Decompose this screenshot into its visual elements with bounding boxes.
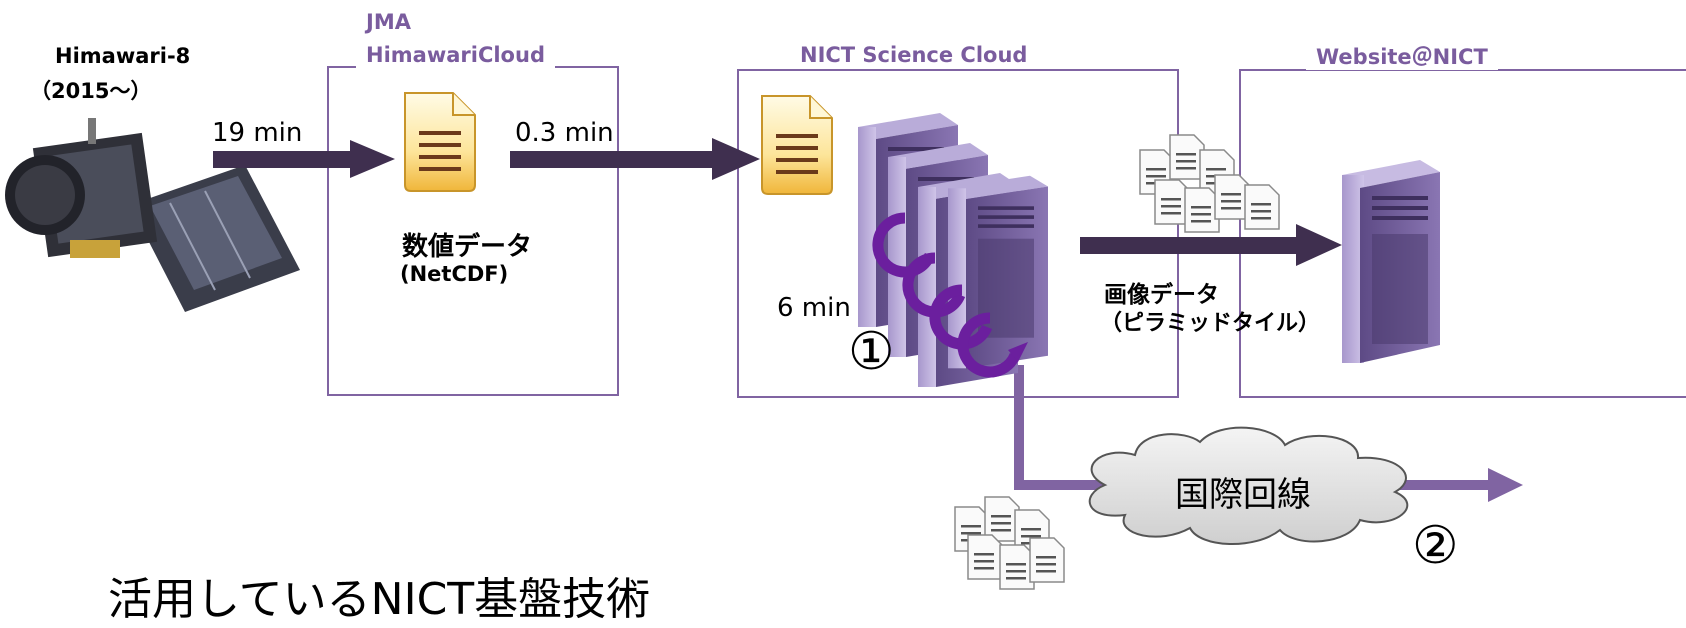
- nict-cloud-title: NICT Science Cloud: [790, 42, 1038, 68]
- website-server-icon: [1342, 160, 1440, 363]
- flow-arrows: [213, 138, 1342, 266]
- image-data-format: （ピラミッドタイル）: [1100, 311, 1321, 336]
- sat-to-jma-time: 19 min: [212, 118, 303, 148]
- marker-one: ①: [848, 322, 895, 382]
- cloud-document-icon: [761, 95, 833, 195]
- website-title: Website＠NICT: [1306, 44, 1498, 70]
- processing-loop-icons: [872, 212, 1021, 378]
- satellite-image: [5, 118, 300, 312]
- jma-title-line1: JMA: [366, 10, 411, 34]
- transfer-tiles-icon: [954, 496, 1065, 590]
- network-arrow: [1014, 365, 1523, 502]
- numeric-data-format: (NetCDF): [400, 262, 509, 286]
- image-data-label: 画像データ: [1104, 282, 1219, 308]
- network-label: 国際回線: [1175, 475, 1311, 515]
- numeric-data-label: 数値データ: [402, 232, 533, 262]
- marker-two: ②: [1412, 516, 1459, 576]
- processing-time: 6 min: [777, 293, 851, 323]
- image-tiles-icon: [1139, 134, 1280, 233]
- website-box: [1239, 69, 1686, 398]
- jma-title-line2: HimawariCloud: [356, 42, 555, 68]
- netcdf-document-icon: [404, 92, 476, 192]
- footer-caption: 活用しているNICT基盤技術: [108, 574, 651, 625]
- satellite-name: Himawari-8: [55, 44, 191, 68]
- nict-cloud-box: [737, 69, 1179, 398]
- jma-to-nict-time: 0.3 min: [515, 118, 614, 148]
- satellite-years: （2015～）: [30, 79, 152, 103]
- network-cloud-icon: [1088, 426, 1409, 546]
